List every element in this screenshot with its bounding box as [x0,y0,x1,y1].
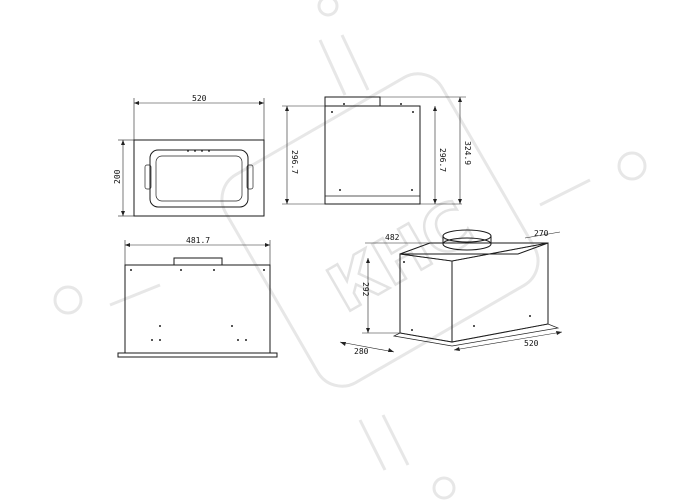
watermark: КНС [53,0,647,500]
watermark-text: КНС [316,187,485,328]
side-height-label: 296.7 [290,150,299,174]
iso-top-width-label: 482 [385,233,400,242]
front-view: 520 200 [113,94,265,217]
iso-view: 482 270 292 280 520 [339,229,563,356]
iso-base-depth-label: 280 [354,347,369,356]
iso-depth-label: 270 [534,229,549,238]
front-height-label: 200 [113,169,122,184]
iso-height-label: 292 [361,282,370,297]
side-view: 296.7 296.7 324.9 [282,96,472,205]
front-width-label: 520 [192,94,207,103]
iso-base-width-label: 520 [524,339,539,348]
side-total-height-label: 324.9 [463,141,472,165]
side-inner-height-label: 296.7 [438,148,447,172]
top-view: 481.7 [117,236,278,358]
top-width-label: 481.7 [186,236,210,245]
